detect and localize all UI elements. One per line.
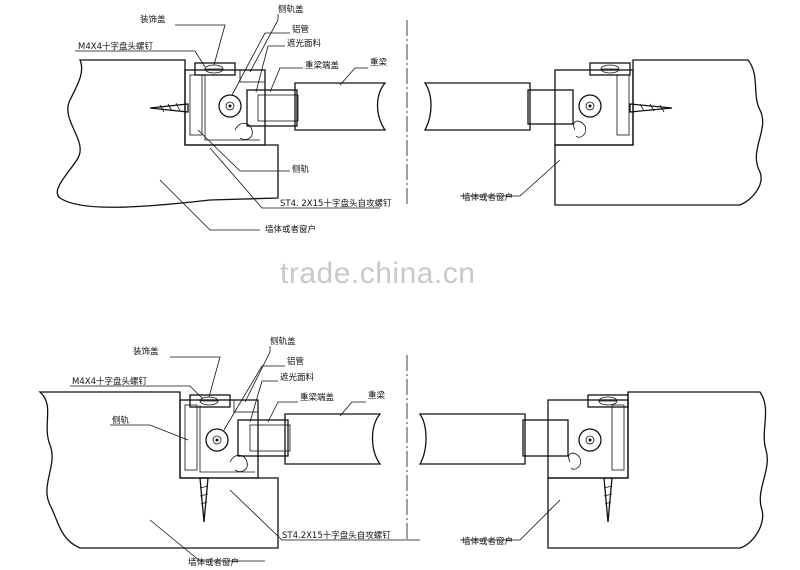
label-wall-right-bottom: 墙体或者窗户 [462, 536, 513, 547]
top-diagram: 装饰盖 侧轨盖 铝管 M4X4十字盘头螺钉 遮光面料 重梁端盖 重梁 侧轨 ST… [56, 4, 764, 235]
label-aluminum-tube-bottom: 铝管 [287, 356, 304, 367]
screw-left-bottom [199, 477, 209, 523]
beam-right-top [423, 82, 531, 131]
label-decor-cover-top: 装饰盖 [140, 14, 166, 25]
screw-left-top [149, 102, 189, 113]
side-rail-left-bottom [179, 394, 259, 479]
beam-top [246, 82, 387, 131]
wall-left-top [56, 59, 279, 208]
side-rail-left-top [184, 62, 266, 146]
label-side-rail-cover-bottom: 侧轨盖 [270, 336, 296, 347]
leaders-bottom [70, 346, 561, 562]
beam-right-bottom [418, 413, 526, 465]
label-wall-left-bottom: 墙体或者窗户 [188, 557, 239, 568]
label-bottom-beam-bottom: 重梁 [368, 390, 386, 401]
wall-right-top [554, 59, 764, 206]
beam-left-bottom [284, 413, 382, 465]
label-decor-cover-bottom: 装饰盖 [133, 346, 159, 357]
leaders-top [75, 14, 561, 231]
side-rail-right-bottom [547, 394, 629, 479]
label-beam-end-cap-top: 重梁端盖 [305, 60, 340, 71]
label-shading-fabric-top: 遮光面料 [287, 38, 322, 49]
label-aluminum-tube-top: 铝管 [292, 24, 309, 35]
tube-left-top [218, 94, 242, 118]
bottom-diagram: 装饰盖 侧轨盖 铝管 M4X4十字盘头螺钉 遮光面料 侧轨 重梁端盖 重梁 ST… [38, 336, 768, 568]
label-bottom-beam-top: 重梁 [370, 57, 388, 68]
label-beam-end-cap-bottom: 重梁端盖 [300, 392, 335, 403]
label-m4-screw-bottom: M4X4十字盘头螺钉 [72, 376, 147, 387]
label-side-rail-bottom: 侧轨 [112, 415, 130, 426]
wall-left-bottom [38, 391, 279, 549]
label-self-tap-screw-bottom: ST4.2X15十字盘头自攻螺钉 [282, 530, 391, 541]
label-wall-right-top: 墙体或者窗户 [462, 192, 513, 203]
label-side-rail-cover-top: 侧轨盖 [278, 4, 304, 15]
label-m4-screw-top: M4X4十字盘头螺钉 [78, 41, 153, 52]
label-side-rail-top: 侧轨 [292, 164, 310, 175]
watermark: trade.china.cn [280, 257, 475, 290]
label-self-tap-screw-top: ST4. 2X15十字盘头自攻螺钉 [280, 198, 392, 209]
label-wall-left-top: 墙体或者窗户 [265, 224, 316, 235]
label-shading-fabric-bottom: 遮光面料 [280, 372, 315, 383]
side-rail-right-top [554, 62, 634, 146]
wall-right-bottom [547, 391, 768, 549]
